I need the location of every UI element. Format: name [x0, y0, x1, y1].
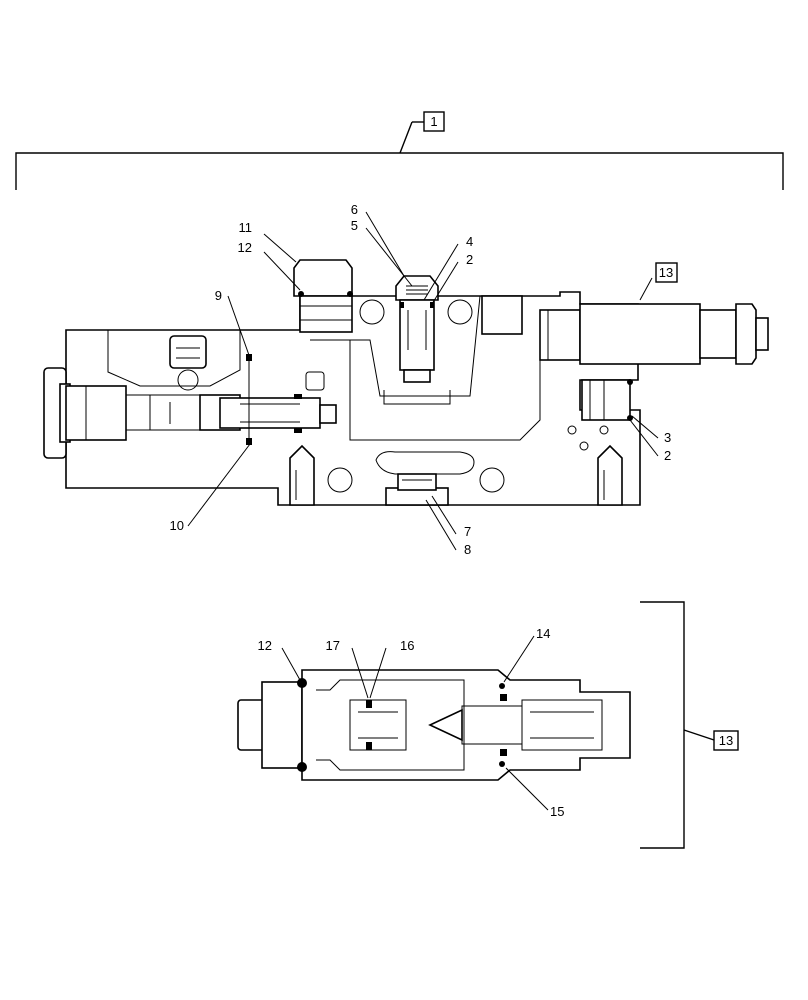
callout-11[interactable]: 11: [239, 220, 253, 235]
callout-15[interactable]: 15: [550, 804, 564, 819]
leader-lines: [187, 211, 659, 811]
callout-8[interactable]: 8: [464, 542, 471, 557]
callout-13-lower[interactable]: 13: [719, 733, 733, 748]
callout-17[interactable]: 17: [326, 638, 340, 653]
callout-5[interactable]: 5: [351, 218, 358, 233]
callout-12-upper[interactable]: 12: [238, 240, 252, 255]
assembly-bracket: 1: [15, 111, 784, 190]
valve-body: [43, 259, 769, 506]
callout-14[interactable]: 14: [536, 626, 550, 641]
callout-12-lower[interactable]: 12: [258, 638, 272, 653]
callout-1[interactable]: 1: [430, 114, 437, 129]
callout-2-upper[interactable]: 2: [466, 252, 473, 267]
callout-7[interactable]: 7: [464, 524, 471, 539]
callout-labels: 11 12 9 10 6 5 4 2 7 8 3 2 13 12 17 16 1…: [170, 202, 739, 819]
callout-4[interactable]: 4: [466, 234, 473, 249]
cartridge-detail: [237, 601, 715, 849]
callout-9[interactable]: 9: [215, 288, 222, 303]
callout-2-lower[interactable]: 2: [664, 448, 671, 463]
callout-10[interactable]: 10: [170, 518, 184, 533]
callout-16[interactable]: 16: [400, 638, 414, 653]
callout-13-upper[interactable]: 13: [659, 265, 673, 280]
callout-6[interactable]: 6: [351, 202, 358, 217]
callout-3[interactable]: 3: [664, 430, 671, 445]
